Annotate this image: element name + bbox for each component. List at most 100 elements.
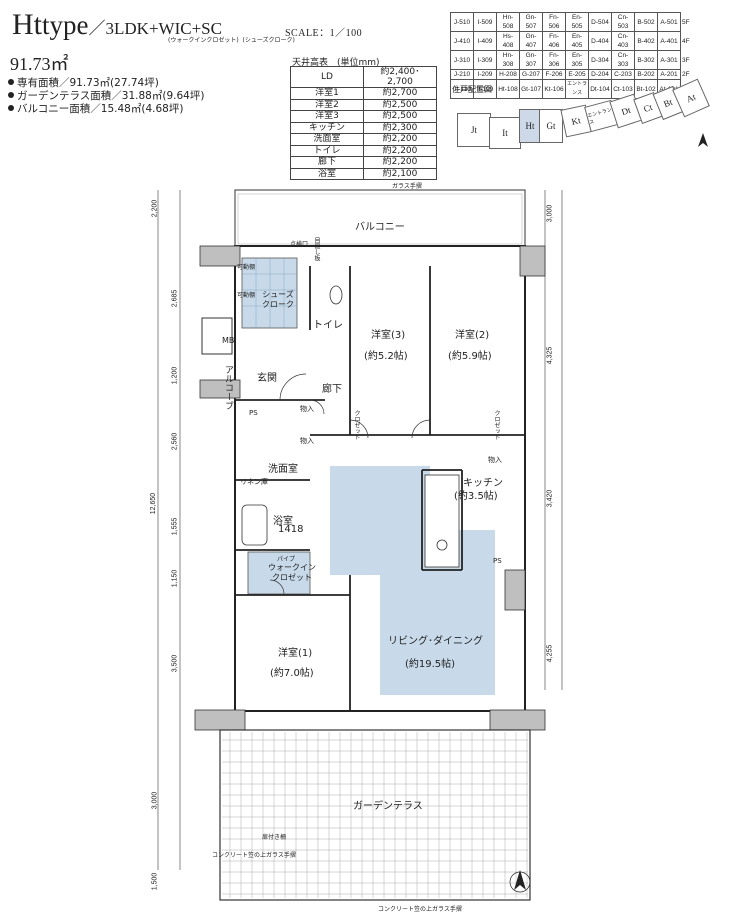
ceiling-height: 約2,200 [363,144,437,157]
plan-ruby: (ウォークインクロゼット) (シューズクローク) [168,35,295,44]
north-arrow-icon [698,133,708,147]
keymap: Jt It Ht Gt Kt エントランス Dt Ct Bt At [455,78,715,160]
washroom-label: 洗面室 [268,464,298,475]
unit-cell: I-509 [473,12,497,32]
ceiling-height: 約2,200 [363,156,437,169]
ceiling-room: キッチン [290,121,364,134]
keymap-title: 住戸配置図 [452,85,492,94]
unit-cell: A-501 [657,12,681,32]
unit-cell: D-204 [588,69,612,80]
dim-left: 1,200 [171,366,179,385]
ps-label: PS [493,557,502,565]
alcove-label: アルコーブ [223,365,233,410]
unit-cell: F-206 [542,69,566,80]
ceiling-row: 廊下約2,200 [290,156,437,169]
bullet-icon [8,79,14,85]
dim-left: 1,150 [171,569,179,588]
floor-plan [157,189,563,901]
unit-cell: 4F [682,37,690,45]
storage1-label: 物入 [300,405,314,413]
dim-left: 2,685 [171,289,179,308]
unit-cell: Hn-308 [496,50,520,70]
ceiling-height: 約2,500 [363,98,437,111]
ceiling-height: 約2,300 [363,121,437,134]
unit-cell: Hs-408 [496,31,520,51]
ceiling-room: 廊下 [290,156,364,169]
hall-label: 廊下 [322,384,342,395]
area-item: ガーデンテラス面積／31.88㎡(9.64坪) [8,90,204,103]
unit-cell: 3F [682,56,690,64]
ceiling-row: トイレ約2,200 [290,144,437,157]
compass-icon [509,870,531,893]
linen-label: リネン庫 [240,478,268,486]
ceiling-table-title: 天井高表 (単位mm) [292,58,380,68]
unit-cell: A-301 [657,50,681,70]
ceiling-row: 洗面室約2,200 [290,133,437,146]
ceiling-room: 洗面室 [290,133,364,146]
ceiling-height: 約2,500 [363,110,437,123]
ceiling-room: 洋室1 [290,87,364,100]
plan-name: ／3LDK+WIC+SC [88,19,222,38]
living-size: (約19.5帖) [405,659,456,670]
glass-rail-label: ガラス手摺 [392,183,422,190]
unit-cell: En-505 [565,12,589,32]
western2-size: (約5.9帖) [448,351,492,362]
meter-label: 点検口 [290,241,309,248]
dim-left: 1,500 [151,872,159,891]
dim-left: 3,000 [151,791,159,810]
area-list: 専有面積／91.73㎡(27.74坪) ガーデンテラス面積／31.88㎡(9.6… [8,77,204,116]
living-label: リビング･ダイニング [388,636,483,647]
unit-cell: Gt-107 [519,79,543,99]
unit-cell: B-402 [634,31,658,51]
dim-right: 4,325 [546,346,554,365]
unit-cell: J-510 [450,12,474,32]
dim-left: 12,650 [150,492,158,515]
ps-label: PS [249,409,258,417]
rail-label: コンクリート笠の上ガラス手摺 [212,852,296,859]
dim-left: 1,555 [171,517,179,536]
dim-left: 2,560 [171,432,179,451]
area-item: バルコニー面積／15.48㎡(4.68坪) [8,103,204,116]
unit-cell: Cn-403 [611,31,635,51]
unit-cell: I-209 [473,69,497,80]
western1-label: 洋室(1) [278,648,313,659]
dim-left: 3,500 [171,654,179,673]
dim-right: 3,000 [546,204,554,223]
closet2-label: クロゼット [493,410,500,440]
unit-cell: A-201 [657,69,681,80]
gate-label: 扉付き柵 [262,834,287,841]
unit-cell: G-207 [519,69,543,80]
unit-cell: B-302 [634,50,658,70]
unit-cell: Cn-503 [611,12,635,32]
western3-size: (約5.2帖) [364,351,408,362]
unit-cell: Fn-406 [542,31,566,51]
garden-label: ガーデンテラス [353,801,423,812]
storage-kitchen-label: 物入 [488,456,502,464]
unit-cell: D-304 [588,50,612,70]
entrance-label: 玄関 [257,373,277,384]
toilet-label: トイレ [313,320,343,331]
unit-cell: Gn-307 [519,50,543,70]
mb-label: MB [222,336,235,345]
keymap-unit: It [489,117,521,149]
scale-label: SCALE：1／100 [285,28,363,39]
keymap-unit: Gt [539,109,563,143]
ceiling-height: 約2,700 [363,87,437,100]
unit-cell: Fn-506 [542,12,566,32]
ceiling-height: 約2,100 [363,167,437,180]
unit-cell: D-404 [588,31,612,51]
unit-cell: Hn-508 [496,12,520,32]
storage2-label: 物入 [300,437,314,445]
ceiling-height: 約2,200 [363,133,437,146]
bullet-icon [8,92,14,98]
unit-cell: I-409 [473,31,497,51]
pipe-label: パイプ [277,556,296,563]
unit-cell: J-410 [450,31,474,51]
